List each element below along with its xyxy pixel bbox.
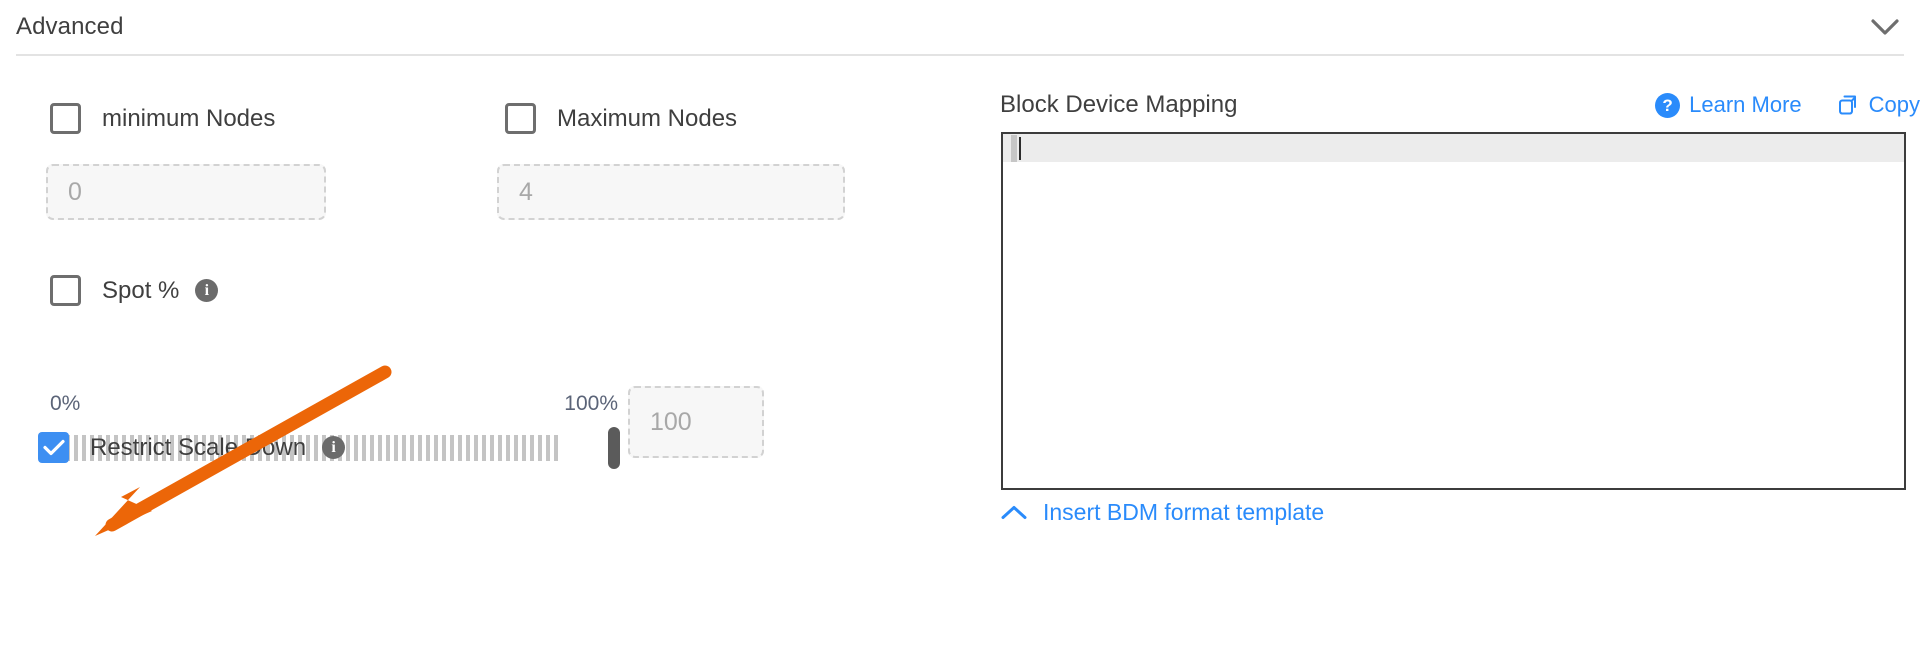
right-column: Block Device Mapping ? Learn More Copy — [1000, 56, 1920, 656]
slider-max-label: 100% — [564, 392, 618, 415]
slider-tick — [498, 435, 502, 461]
slider-tick — [466, 435, 470, 461]
min-nodes-label: minimum Nodes — [102, 104, 276, 132]
slider-tick — [530, 435, 534, 461]
learn-more-link[interactable]: ? Learn More — [1655, 92, 1802, 118]
slider-tick — [362, 435, 366, 461]
copy-label: Copy — [1868, 92, 1920, 117]
max-nodes-label: Maximum Nodes — [557, 104, 738, 132]
slider-tick — [426, 435, 430, 461]
restrict-scale-down-info-icon[interactable]: i — [322, 436, 346, 459]
slider-min-label: 0% — [50, 392, 81, 415]
slider-tick — [458, 435, 462, 461]
restrict-scale-down-label: Restrict Scale Down — [90, 433, 307, 461]
min-nodes-checkbox[interactable] — [50, 103, 81, 134]
slider-tick — [370, 435, 374, 461]
header-divider — [16, 54, 1904, 56]
slider-tick — [354, 435, 358, 461]
spot-percent-slider-thumb[interactable] — [608, 427, 620, 469]
slider-tick — [346, 435, 350, 461]
chevron-up-icon — [1001, 506, 1027, 519]
copy-icon — [1838, 95, 1856, 115]
slider-tick — [402, 435, 406, 461]
slider-tick — [514, 435, 518, 461]
editor-caret — [1019, 137, 1021, 160]
spot-percent-info-icon[interactable]: i — [195, 279, 219, 302]
spot-percent-row: Spot % i — [50, 275, 219, 306]
slider-tick — [410, 435, 414, 461]
max-nodes-input[interactable]: 4 — [497, 164, 845, 220]
page-title: Advanced — [16, 13, 124, 40]
slider-tick — [538, 435, 542, 461]
slider-tick — [74, 435, 78, 461]
slider-tick — [474, 435, 478, 461]
slider-tick — [450, 435, 454, 461]
editor-active-line — [1003, 134, 1904, 162]
section-header: Advanced — [0, 0, 1920, 54]
restrict-scale-down-checkbox[interactable] — [38, 432, 69, 463]
block-device-mapping-header: Block Device Mapping ? Learn More Copy — [1000, 88, 1920, 122]
slider-tick — [482, 435, 486, 461]
block-device-mapping-editor[interactable] — [1001, 132, 1906, 490]
max-nodes-checkbox[interactable] — [505, 103, 536, 134]
spot-percent-value-input[interactable]: 100 — [628, 386, 764, 458]
left-column: minimum Nodes 0 Maximum Nodes 4 Spot % i… — [0, 56, 980, 656]
slider-tick — [522, 435, 526, 461]
slider-tick — [506, 435, 510, 461]
slider-tick — [442, 435, 446, 461]
learn-more-label: Learn More — [1689, 92, 1802, 117]
insert-bdm-template-label: Insert BDM format template — [1043, 499, 1325, 525]
slider-tick — [90, 435, 94, 461]
slider-tick — [82, 435, 86, 461]
checkmark-icon — [42, 439, 65, 456]
slider-tick — [418, 435, 422, 461]
slider-tick — [546, 435, 550, 461]
spot-percent-label: Spot % — [102, 276, 180, 304]
min-nodes-input[interactable]: 0 — [46, 164, 326, 220]
insert-bdm-template-link[interactable]: Insert BDM format template — [1001, 499, 1324, 526]
spot-percent-checkbox[interactable] — [50, 275, 81, 306]
collapse-section-button[interactable] — [1868, 10, 1902, 44]
chevron-down-icon — [1871, 18, 1899, 35]
slider-tick — [378, 435, 382, 461]
slider-scale-labels: 0% 100% — [50, 392, 618, 416]
block-device-mapping-actions: ? Learn More Copy — [1655, 92, 1920, 118]
block-device-mapping-title: Block Device Mapping — [1000, 91, 1238, 118]
min-nodes-row: minimum Nodes — [50, 103, 275, 134]
slider-tick — [554, 435, 558, 461]
slider-tick — [98, 435, 102, 461]
slider-tick — [434, 435, 438, 461]
copy-button[interactable]: Copy — [1836, 92, 1920, 118]
max-nodes-row: Maximum Nodes — [505, 103, 737, 134]
restrict-scale-down-row: Restrict Scale Down i — [38, 432, 346, 463]
slider-tick — [394, 435, 398, 461]
slider-tick — [490, 435, 494, 461]
editor-gutter-marker — [1011, 135, 1017, 162]
question-mark-circle-icon: ? — [1655, 92, 1681, 118]
slider-tick — [386, 435, 390, 461]
